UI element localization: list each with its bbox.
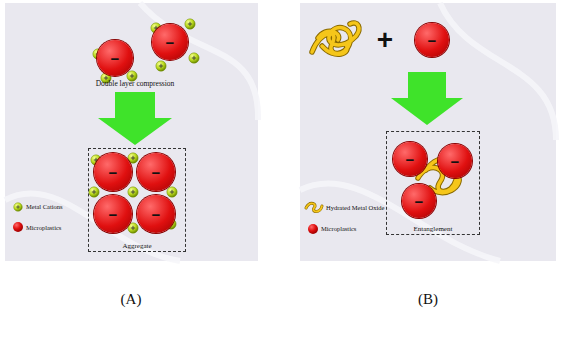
microplastic-particle: − bbox=[137, 195, 175, 233]
hydrated-metal-oxide bbox=[312, 23, 359, 54]
legend-text: Microplastics bbox=[26, 225, 61, 232]
decor-waves bbox=[5, 3, 556, 261]
charge-sign: − bbox=[406, 152, 415, 167]
legend-sample bbox=[13, 222, 23, 232]
microplastic-particle: − bbox=[393, 142, 427, 176]
microplastic-particle: − bbox=[94, 153, 132, 191]
microplastic-particle: − bbox=[152, 24, 188, 60]
group-label: Aggregate bbox=[89, 243, 185, 250]
legend-text: Microplastics bbox=[321, 226, 356, 233]
panel-ground bbox=[300, 3, 556, 261]
microplastic-particle: − bbox=[97, 40, 133, 76]
charge-sign: − bbox=[109, 207, 118, 222]
group-box: Aggregate − − − − bbox=[88, 148, 186, 252]
legend-sample bbox=[308, 224, 318, 234]
metal-cations bbox=[89, 19, 199, 233]
legend-text: Hydrated Metal Oxide bbox=[326, 205, 384, 212]
charge-sign: − bbox=[152, 207, 161, 222]
charge-sign: − bbox=[111, 51, 120, 66]
plus-sign: + bbox=[377, 26, 393, 54]
microplastic-particle: − bbox=[94, 195, 132, 233]
charge-sign: − bbox=[152, 165, 161, 180]
legend-sample bbox=[14, 203, 23, 212]
charge-sign: − bbox=[109, 165, 118, 180]
group-box: Entanglement − − − bbox=[386, 131, 480, 235]
group-label: Entanglement bbox=[387, 226, 479, 233]
microplastic-particle: − bbox=[415, 23, 449, 57]
process-label: Double layer compression bbox=[96, 80, 175, 88]
legend-sample bbox=[306, 203, 322, 211]
panel-ground bbox=[5, 3, 258, 261]
microplastic-particle: − bbox=[402, 184, 436, 218]
panel-caption: (B) bbox=[418, 292, 438, 307]
charge-sign: − bbox=[166, 35, 175, 50]
process-arrow bbox=[98, 92, 172, 145]
charge-sign: − bbox=[428, 33, 437, 48]
charge-sign: − bbox=[451, 154, 460, 169]
panel-caption: (A) bbox=[121, 292, 142, 307]
process-arrow bbox=[391, 72, 463, 125]
charge-sign: − bbox=[415, 194, 424, 209]
microplastic-particle: − bbox=[438, 144, 472, 178]
microplastic-particle: − bbox=[137, 153, 175, 191]
legend-text: Metal Cations bbox=[26, 204, 63, 211]
